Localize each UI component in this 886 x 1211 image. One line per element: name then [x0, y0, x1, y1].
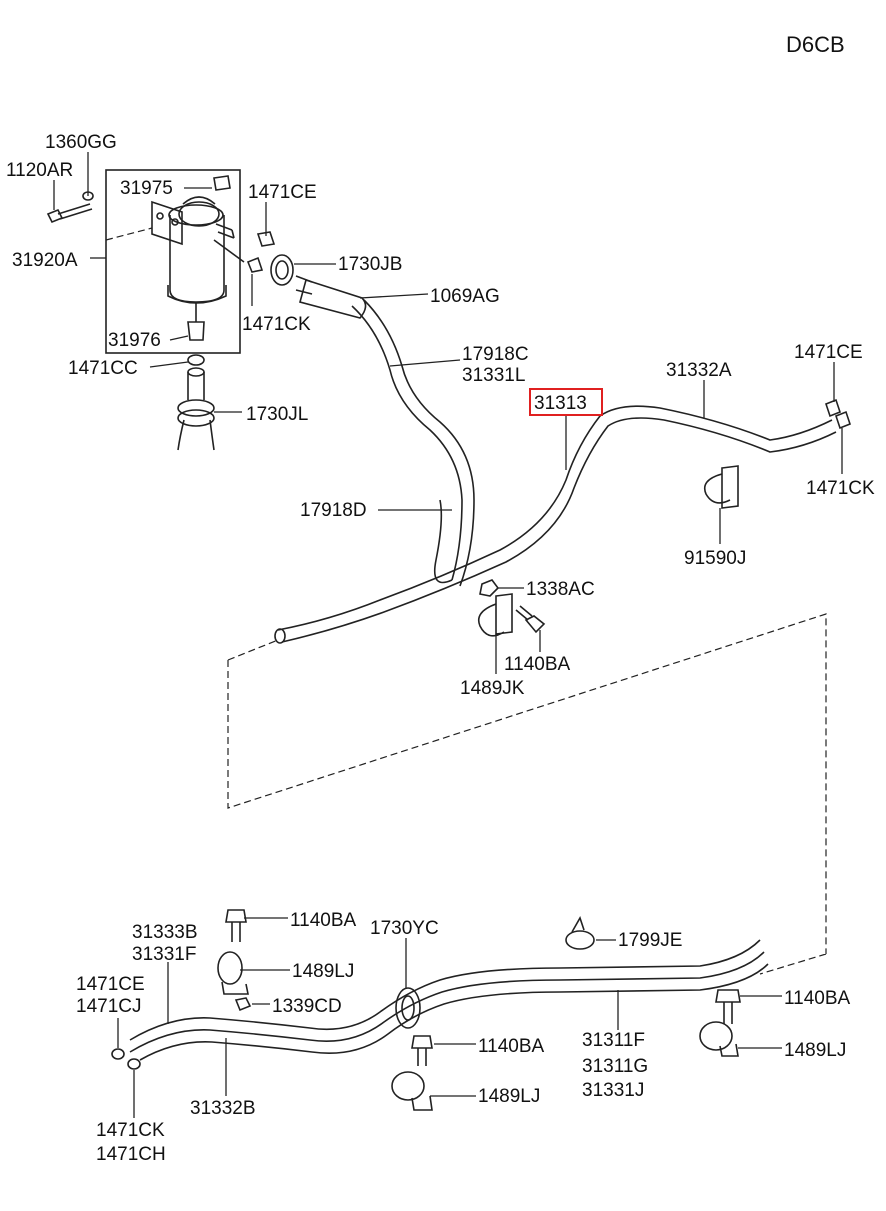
bolt-1140ba-left: [225, 909, 247, 942]
diagram-code: D6CB: [786, 32, 845, 57]
clamp-1489lj-right: [699, 1021, 739, 1057]
label-1730jl: 1730JL: [246, 404, 308, 425]
label-1471ce-lower: 1471CE: [76, 974, 145, 995]
label-1140ba-right: 1140BA: [784, 988, 851, 1009]
clip-91590j: [703, 465, 739, 509]
label-1471ck-filter: 1471CK: [242, 314, 311, 335]
label-17918d: 17918D: [300, 500, 367, 521]
clip-1799je: [565, 916, 595, 950]
label-1471ck-right: 1471CK: [806, 478, 875, 499]
label-1730jb: 1730JB: [338, 254, 402, 275]
clamp-1489lj-middle: [391, 1071, 433, 1111]
bolt-1140ba-middle: [411, 1035, 433, 1066]
clamp-1471ce-right: [825, 398, 841, 418]
label-31313: 31313: [534, 393, 587, 414]
clamp-1489jk: [477, 593, 513, 637]
bolt-1140ba-right: [715, 989, 741, 1024]
label-1140ba-left: 1140BA: [290, 910, 357, 931]
label-31331j: 31331J: [582, 1080, 644, 1101]
label-1471ce-filter: 1471CE: [248, 182, 317, 203]
grommet-1730jb: [270, 254, 294, 286]
label-1730yc: 1730YC: [370, 918, 439, 939]
label-31331l: 31331L: [462, 365, 525, 386]
label-31332a: 31332A: [666, 360, 732, 381]
label-31331f: 31331F: [132, 944, 196, 965]
label-1489lj-middle: 1489LJ: [478, 1086, 540, 1107]
bolt-1120ar: [46, 203, 93, 224]
label-31920a: 31920A: [12, 250, 78, 271]
label-1471ce-right: 1471CE: [794, 342, 863, 363]
label-1799je: 1799JE: [618, 930, 682, 951]
clamp-1489lj-left: [217, 951, 249, 995]
nut-1339cd: [234, 997, 252, 1012]
tube-31311f: [111, 939, 769, 1070]
leader-lines: [53, 152, 843, 1118]
label-1489lj-left: 1489LJ: [292, 961, 354, 982]
label-1489lj-right: 1489LJ: [784, 1040, 846, 1061]
label-31333b: 31333B: [132, 922, 198, 943]
label-31976: 31976: [108, 330, 161, 351]
protector-1069ag: [295, 275, 367, 319]
fuel-filter-assembly: [105, 169, 245, 354]
tube-31313: [274, 405, 837, 644]
label-31332b: 31332B: [190, 1098, 256, 1119]
label-91590j: 91590J: [684, 548, 746, 569]
label-31311f: 31311F: [582, 1030, 645, 1051]
label-1471cc: 1471CC: [68, 358, 138, 379]
label-1338ac: 1338AC: [526, 579, 595, 600]
label-31975: 31975: [120, 178, 173, 199]
nut-1338ac: [479, 579, 500, 597]
label-1360gg: 1360GG: [45, 132, 117, 153]
part-labels: 1360GG 1120AR 31975 31920A 31976 1471CC …: [6, 132, 875, 1165]
label-1471ck-lower: 1471CK: [96, 1120, 165, 1141]
label-1069ag: 1069AG: [430, 286, 500, 307]
connection-dash-outline: [227, 613, 827, 975]
label-31311g: 31311G: [582, 1056, 648, 1077]
label-1471ch: 1471CH: [96, 1144, 166, 1165]
label-1339cd: 1339CD: [272, 996, 342, 1017]
grommet-1730jl: [177, 367, 215, 451]
label-1471cj: 1471CJ: [76, 996, 142, 1017]
clamp-1471cc: [187, 354, 205, 366]
hose-17918c-17918d: [351, 299, 475, 587]
grommet-1730yc: [395, 987, 421, 1029]
label-1120ar: 1120AR: [6, 160, 73, 181]
bolt-1140ba-upper: [515, 605, 546, 634]
clamp-1471ck-filter: [246, 256, 264, 273]
label-1140ba-upper: 1140BA: [504, 654, 571, 675]
label-17918c: 17918C: [462, 344, 529, 365]
label-1489jk: 1489JK: [460, 678, 525, 699]
label-1140ba-middle: 1140BA: [478, 1036, 545, 1057]
highlight-box-31313: [529, 388, 603, 416]
clamp-1471ck-right: [835, 410, 851, 430]
